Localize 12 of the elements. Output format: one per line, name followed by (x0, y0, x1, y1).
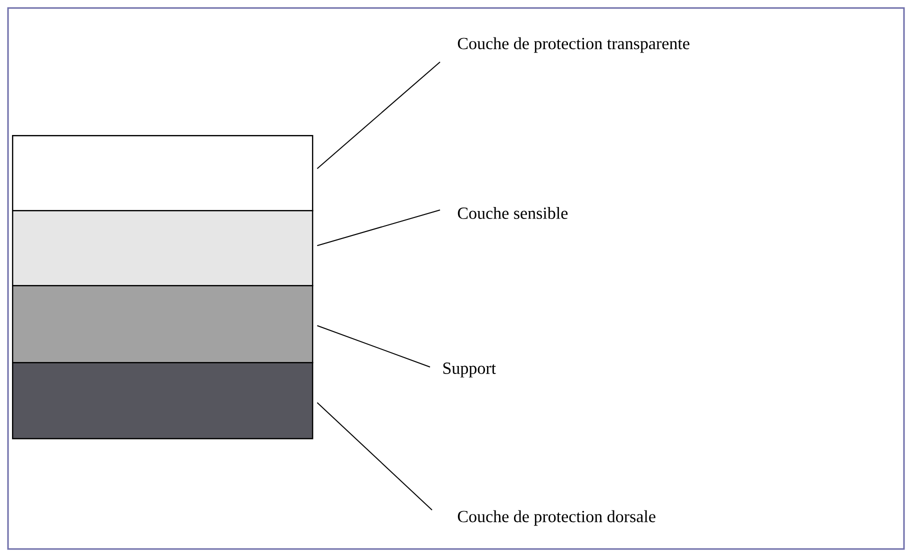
layer-label: Support (443, 362, 496, 378)
layer-label: Couche de protection dorsale (458, 510, 656, 526)
layer-label: Couche de protection transparente (458, 37, 690, 53)
layer-band (12, 285, 314, 364)
layer-band (12, 135, 314, 212)
layer-band (12, 362, 314, 440)
leader-line (316, 325, 430, 368)
leader-line (316, 402, 432, 510)
layer-band (12, 210, 314, 286)
leader-line (316, 62, 440, 170)
layer-label: Couche sensible (458, 207, 568, 219)
leader-line (316, 210, 440, 246)
